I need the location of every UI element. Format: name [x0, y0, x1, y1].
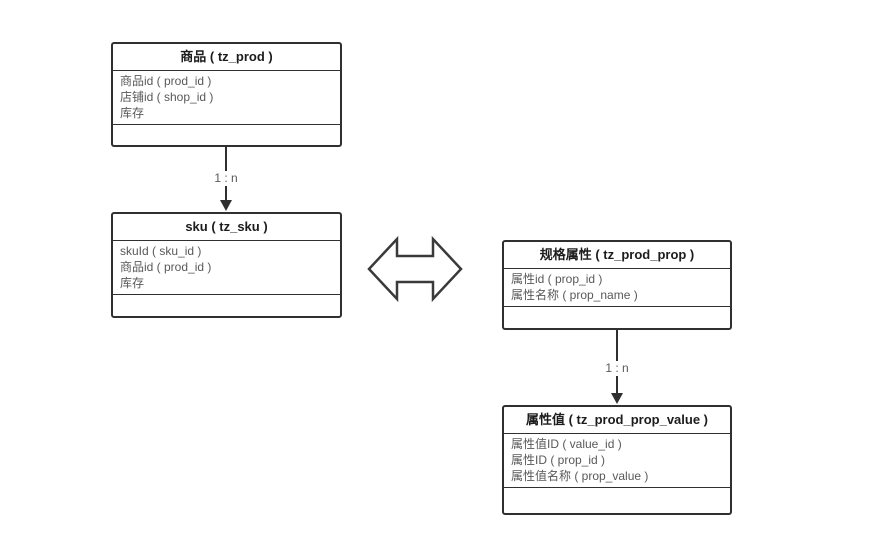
entity-field: 库存: [120, 276, 145, 290]
entity-field: 商品id ( prod_id ): [120, 74, 212, 88]
relation-cardinality-label: 1 : n: [211, 171, 241, 186]
entity-empty-section: [504, 488, 730, 513]
entity-prod-prop-value: 属性值 ( tz_prod_prop_value ) 属性值ID ( value…: [502, 405, 732, 515]
entity-empty-section: [113, 295, 340, 316]
entity-prod-prop-value-title: 属性值 ( tz_prod_prop_value ): [504, 407, 730, 434]
entity-prod-prop: 规格属性 ( tz_prod_prop ) 属性id ( prop_id ) 属…: [502, 240, 732, 330]
arrowhead-down-icon: [611, 393, 623, 404]
entity-field: 属性id ( prop_id ): [511, 272, 603, 286]
entity-prod: 商品 ( tz_prod ) 商品id ( prod_id ) 店铺id ( s…: [111, 42, 342, 147]
entity-prod-prop-title: 规格属性 ( tz_prod_prop ): [504, 242, 730, 269]
entity-prod-title: 商品 ( tz_prod ): [113, 44, 340, 71]
entity-field: 属性名称 ( prop_name ): [511, 288, 638, 302]
entity-field: 库存: [120, 106, 145, 120]
entity-sku-title: sku ( tz_sku ): [113, 214, 340, 241]
entity-prod-prop-fields: 属性id ( prop_id ) 属性名称 ( prop_name ): [504, 269, 730, 307]
entity-empty-section: [113, 125, 340, 145]
entity-field: 属性值名称 ( prop_value ): [511, 469, 649, 483]
entity-empty-section: [504, 307, 730, 328]
double-arrow-icon: [367, 235, 463, 303]
entity-field: skuId ( sku_id ): [120, 244, 202, 258]
entity-field: 属性ID ( prop_id ): [511, 453, 606, 467]
entity-field: 属性值ID ( value_id ): [511, 437, 622, 451]
relation-cardinality-label: 1 : n: [602, 361, 632, 376]
entity-sku: sku ( tz_sku ) skuId ( sku_id ) 商品id ( p…: [111, 212, 342, 318]
entity-field: 商品id ( prod_id ): [120, 260, 212, 274]
entity-sku-fields: skuId ( sku_id ) 商品id ( prod_id ) 库存: [113, 241, 340, 295]
arrowhead-down-icon: [220, 200, 232, 211]
entity-prod-fields: 商品id ( prod_id ) 店铺id ( shop_id ) 库存: [113, 71, 340, 125]
entity-field: 店铺id ( shop_id ): [120, 90, 214, 104]
entity-prod-prop-value-fields: 属性值ID ( value_id ) 属性ID ( prop_id ) 属性值名…: [504, 434, 730, 488]
